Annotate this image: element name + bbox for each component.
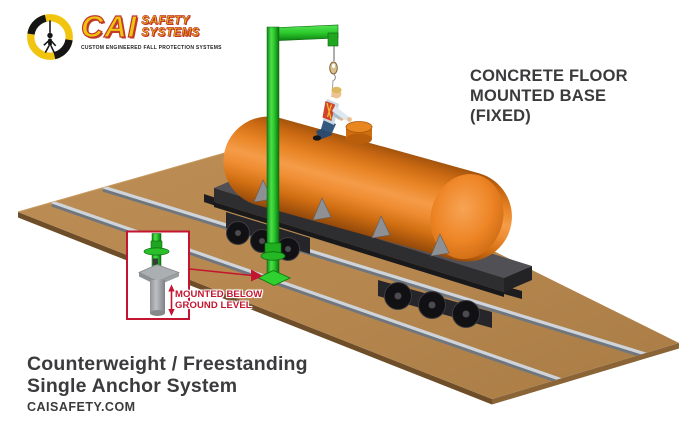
website-text: CAISAFETY.COM [27,400,136,414]
system-title-line2: Single Anchor System [27,374,238,397]
base-callout-line1: CONCRETE FLOOR [470,67,628,85]
cai-logo: CAI SAFETY SYSTEMS CUSTOM ENGINEERED FAL… [24,9,222,63]
inset-callout-line1: MOUNTED BELOW [175,289,263,300]
depth-dimension-arrow [168,284,175,316]
base-type-callout: CONCRETE FLOOR MOUNTED BASE (FIXED) [470,66,628,126]
logo-ring-icon [27,14,73,60]
below-ground-post [150,280,165,313]
inset-callout-line2: GROUND LEVEL [175,300,252,311]
worker [312,86,352,141]
logo-tagline: CUSTOM ENGINEERED FALL PROTECTION SYSTEM… [81,45,222,51]
base-callout-line2: MOUNTED BASE [470,87,607,105]
logo-brand: CAI [80,9,138,44]
system-title-line1: Counterweight / Freestanding [27,353,308,375]
manway-hatch [345,121,373,145]
base-callout-line3: (FIXED) [470,107,531,125]
pole-base-plate [256,270,292,286]
right-bogie [378,280,492,328]
logo-sub-safety: SAFETY [141,15,190,27]
anchor-pole [256,24,339,286]
system-title: Counterweight / Freestanding Single Anch… [27,353,308,397]
inset-detail-box [126,230,190,320]
inset-callout: MOUNTED BELOW GROUND LEVEL [175,289,262,311]
logo-sub-systems: SYSTEMS [141,26,200,39]
hanging-worker-icon [43,20,57,53]
tank [223,116,512,262]
inset-connector-arrow [189,268,263,282]
